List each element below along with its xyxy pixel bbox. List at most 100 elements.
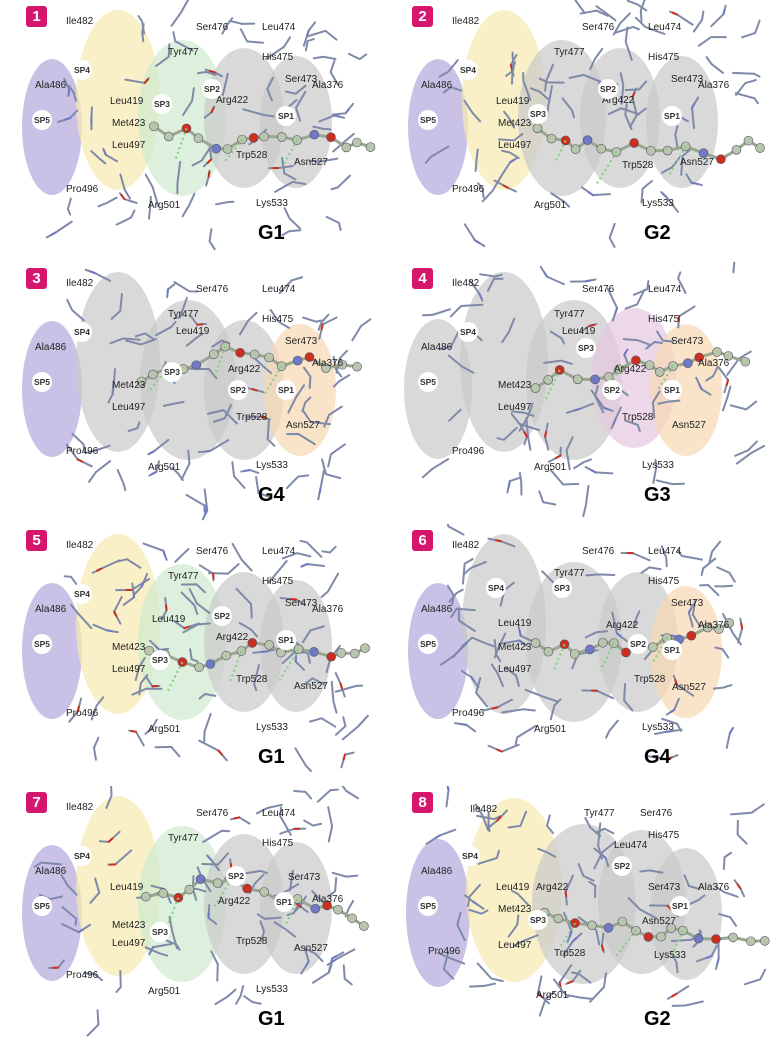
residue-label: Arg422 — [228, 364, 261, 375]
residue-label: Ala376 — [698, 358, 730, 369]
residue-label: Ser473 — [285, 336, 318, 347]
subsite-region-sp5 — [404, 319, 472, 459]
residue-label: Leu419 — [176, 326, 210, 337]
residue-label: Arg422 — [216, 95, 249, 106]
residue-label: Asn527 — [680, 157, 714, 168]
residue-label: Arg501 — [148, 200, 181, 211]
residue-label: Arg422 — [216, 632, 249, 643]
residue-label: Ser473 — [285, 598, 318, 609]
residue-label: Lys533 — [642, 722, 674, 733]
ligand — [149, 121, 376, 166]
subsite-region-sp5 — [408, 583, 468, 719]
residue-label: Lys533 — [654, 950, 686, 961]
residue-label: Pro496 — [452, 184, 485, 195]
subsite-label: SP3 — [150, 922, 170, 942]
residue-label: Leu497 — [112, 938, 146, 949]
panel-number-badge: 3 — [26, 268, 47, 289]
residue-label: Ala376 — [312, 894, 344, 905]
residue-label: His475 — [648, 52, 680, 63]
residue-label: Leu474 — [614, 840, 648, 851]
residue-label: Ser473 — [671, 74, 704, 85]
subsite-label: SP3 — [552, 578, 572, 598]
subsite-label: SP1 — [662, 640, 682, 660]
subsite-label: SP5 — [32, 634, 52, 654]
residue-label: Tyr477 — [168, 47, 199, 58]
ligand — [532, 123, 765, 185]
residue-label: Asn527 — [642, 916, 676, 927]
residue-label: Leu497 — [498, 940, 532, 951]
residue-label: His475 — [648, 830, 680, 841]
residue-label: Ala376 — [698, 80, 730, 91]
subsite-label: SP2 — [628, 634, 648, 654]
subsite-label: SP5 — [418, 372, 438, 392]
subsite-region-sp3 — [526, 562, 622, 722]
subsite-label: SP2 — [612, 856, 632, 876]
panel-number-badge: 8 — [412, 792, 433, 813]
binding-site-drawing — [408, 0, 765, 248]
residue-label: His475 — [262, 314, 294, 325]
residue-label: Leu474 — [262, 546, 296, 557]
binding-site-drawing — [22, 786, 369, 1037]
residue-label: Ala376 — [312, 80, 344, 91]
residue-label: His475 — [262, 52, 294, 63]
residue-label: Ser476 — [582, 22, 615, 33]
subsite-label: SP1 — [274, 892, 294, 912]
residue-sticks — [424, 0, 761, 248]
subsite-region-sp3 — [138, 564, 226, 720]
subsite-label: SP5 — [32, 372, 52, 392]
subsite-label: SP2 — [212, 606, 232, 626]
residue-label: Ile482 — [66, 802, 94, 813]
residue-label: Tyr477 — [554, 309, 585, 320]
residue-label: Leu474 — [648, 546, 682, 557]
subsite-label: SP2 — [228, 380, 248, 400]
residue-label: Trp528 — [236, 412, 268, 423]
group-label: G2 — [644, 222, 671, 244]
residue-label: Met423 — [112, 380, 146, 391]
panel-number-badge: 5 — [26, 530, 47, 551]
residue-sticks — [45, 0, 368, 251]
panel-number-badge: 6 — [412, 530, 433, 551]
residue-label: Ser476 — [196, 284, 229, 295]
panel-number-badge: 2 — [412, 6, 433, 27]
subsite-label: SP5 — [418, 634, 438, 654]
subsite-region-sp2 — [204, 48, 284, 188]
residue-label: Leu474 — [262, 808, 296, 819]
residue-label: Arg422 — [606, 620, 639, 631]
residue-label: Ala486 — [35, 80, 67, 91]
residue-label: Tyr477 — [554, 47, 585, 58]
residue-label: His475 — [648, 314, 680, 325]
binding-site-drawing — [404, 262, 765, 517]
residue-label: Asn527 — [294, 157, 328, 168]
residue-label: Trp528 — [236, 936, 268, 947]
residue-label: Ile482 — [470, 804, 498, 815]
residue-label: Lys533 — [642, 198, 674, 209]
residue-label: His475 — [262, 838, 294, 849]
group-label: G1 — [258, 222, 285, 244]
subsite-label: SP1 — [276, 630, 296, 650]
subsite-label: SP3 — [576, 338, 596, 358]
subsite-region-sp2 — [204, 834, 284, 974]
residue-label: Ile482 — [452, 278, 480, 289]
residue-label: Tyr477 — [584, 808, 615, 819]
binding-site-drawing — [22, 534, 370, 773]
subsite-label: SP5 — [32, 896, 52, 916]
residue-label: Leu497 — [112, 140, 146, 151]
residue-sticks — [439, 524, 744, 761]
group-label: G1 — [258, 1008, 285, 1030]
subsite-region-sp4 — [462, 534, 546, 714]
residue-sticks — [63, 539, 369, 773]
subsite-label: SP2 — [226, 866, 246, 886]
subsite-label: SP4 — [72, 846, 92, 866]
residue-label: Leu474 — [262, 284, 296, 295]
residue-label: Asn527 — [294, 681, 328, 692]
residue-label: Trp528 — [236, 674, 268, 685]
residue-label: Ser476 — [640, 808, 673, 819]
residue-label: Leu419 — [110, 96, 144, 107]
residue-label: Leu474 — [648, 22, 682, 33]
residue-label: Tyr477 — [554, 568, 585, 579]
residue-label: Ala376 — [312, 358, 344, 369]
residue-label: Pro496 — [66, 446, 99, 457]
